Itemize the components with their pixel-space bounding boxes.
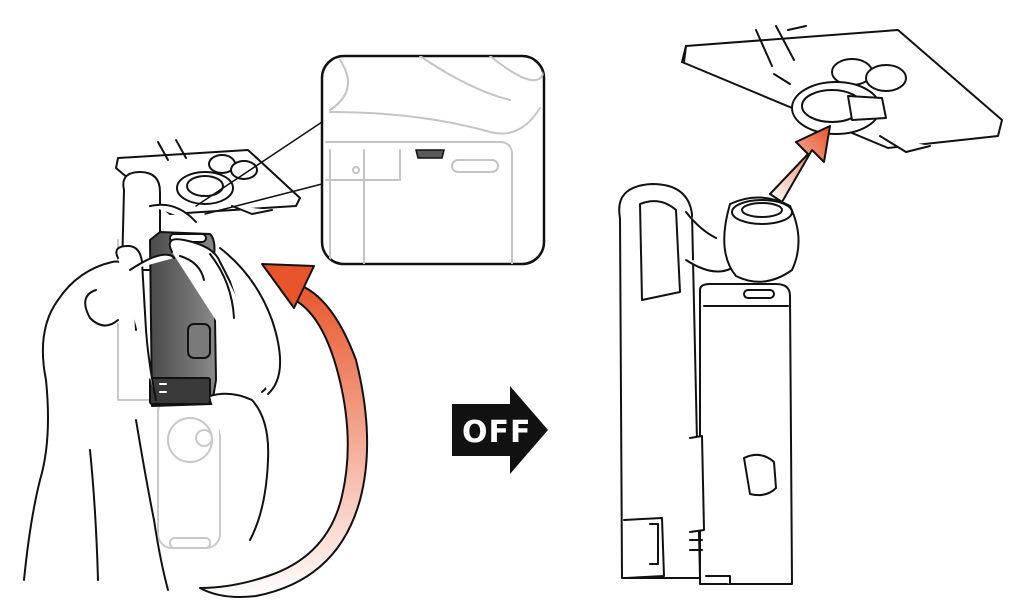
right-phone	[681, 25, 1003, 153]
right-motor-head	[723, 196, 800, 283]
callout-pointer	[195, 121, 323, 215]
straight-arrow-icon	[769, 125, 831, 203]
right-arrow-badge-icon: OFF	[452, 386, 548, 474]
off-label: OFF	[462, 415, 532, 450]
left-phone	[115, 139, 301, 215]
right-gimbal-arm	[618, 183, 741, 579]
curved-arrow-icon	[199, 263, 369, 598]
right-figure	[618, 25, 1003, 585]
ghost-gimbal	[117, 239, 221, 549]
hand	[23, 238, 281, 591]
left-figure	[23, 121, 323, 591]
callout-highlight-part	[415, 149, 445, 159]
right-handle	[623, 283, 793, 585]
zoom-callout	[320, 54, 546, 266]
